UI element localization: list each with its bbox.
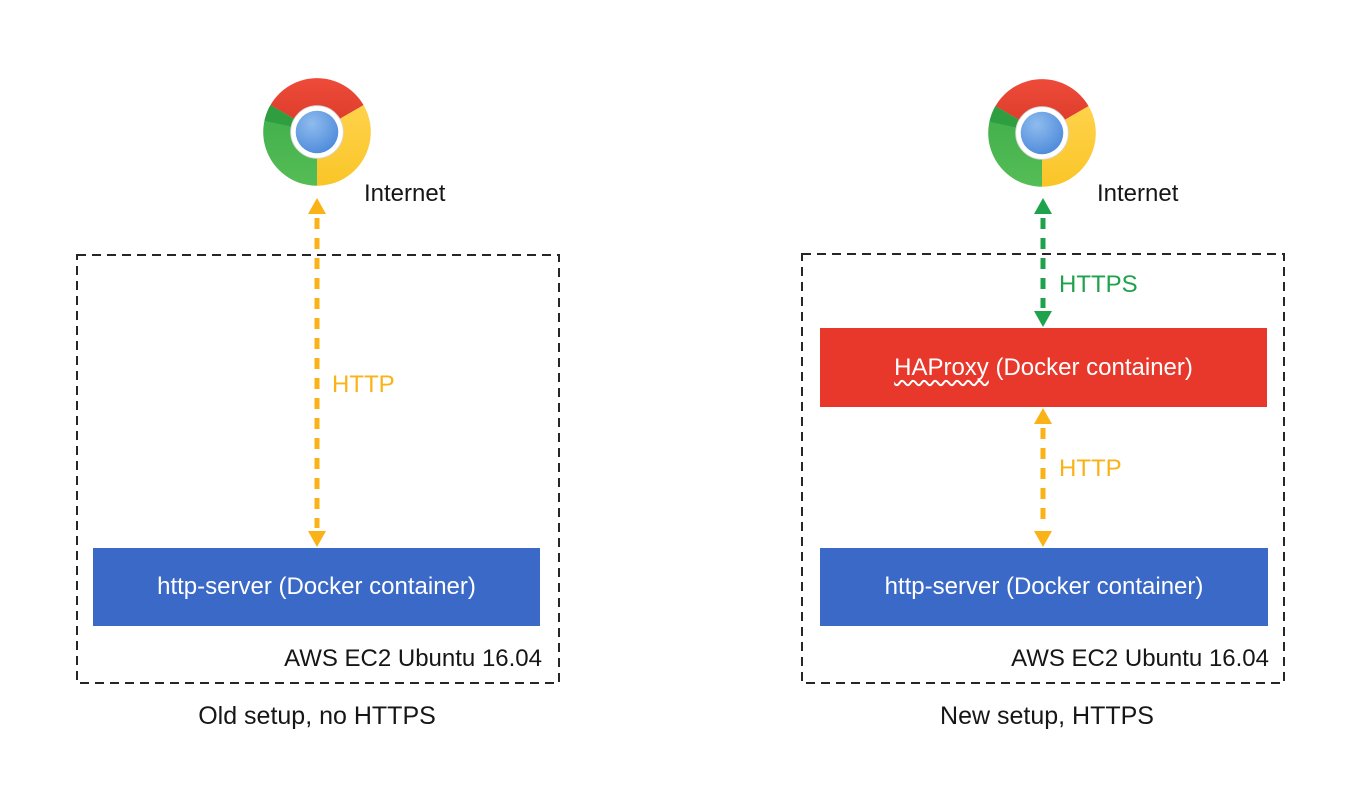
ec2-box-border — [801, 253, 1285, 684]
internet-label: Internet — [364, 180, 446, 207]
haproxy-box-label: HAProxy — [894, 353, 989, 381]
http-server-box-label: http-server (Docker container) — [884, 573, 1204, 600]
http-arrow — [1034, 408, 1052, 547]
internet-label: Internet — [1097, 180, 1179, 207]
http-arrow-label: HTTP — [1059, 455, 1122, 482]
diagram-caption-old: Old setup, no HTTPS — [198, 702, 436, 730]
haproxy-box: HAProxy (Docker container) — [820, 328, 1267, 407]
http-arrow-label: HTTP — [332, 371, 395, 398]
chrome-icon — [263, 78, 371, 186]
http-server-box-label: http-server (Docker container) — [157, 573, 476, 600]
ec2-box-border — [76, 254, 560, 684]
https-arrow — [1034, 198, 1052, 327]
host-label: AWS EC2 Ubuntu 16.04 — [284, 645, 542, 672]
haproxy-box-label-rest: (Docker container) — [988, 353, 1193, 381]
http-arrow — [308, 198, 326, 547]
http-server-box: http-server (Docker container) — [93, 548, 540, 626]
https-arrow-label: HTTPS — [1059, 271, 1138, 298]
host-label: AWS EC2 Ubuntu 16.04 — [1011, 645, 1269, 672]
chrome-icon — [988, 79, 1096, 187]
diagram-caption-new: New setup, HTTPS — [940, 702, 1154, 730]
http-server-box: http-server (Docker container) — [820, 548, 1268, 626]
